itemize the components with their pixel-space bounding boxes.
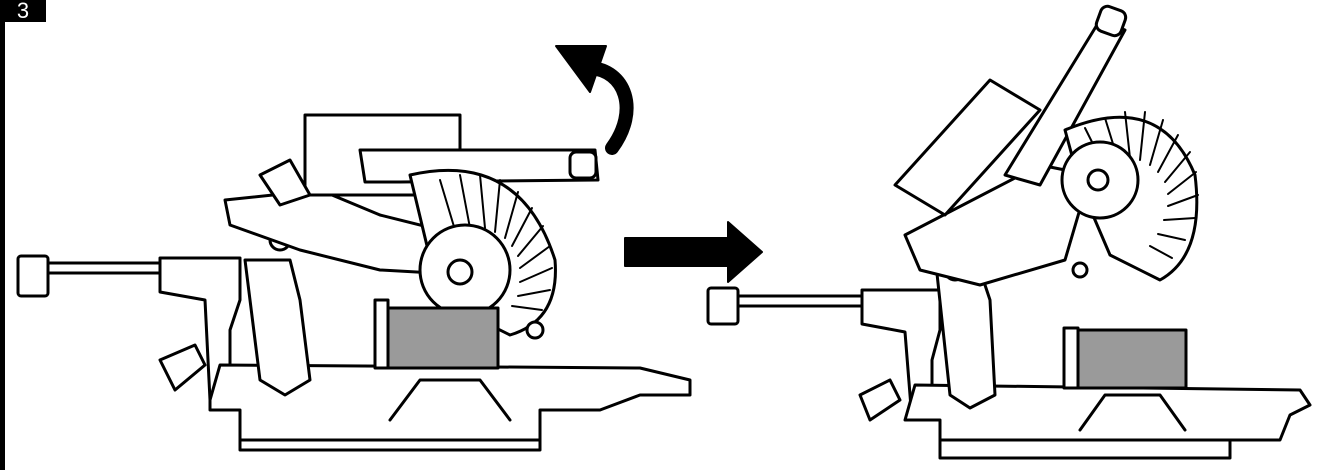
pivot-column-left bbox=[243, 258, 312, 397]
miter-saw-locked bbox=[16, 113, 692, 452]
slide-rail-right bbox=[728, 294, 872, 308]
guard-ribs-left bbox=[439, 174, 553, 311]
right-arrow-icon bbox=[624, 221, 763, 283]
saw-base-left bbox=[208, 363, 692, 442]
workpiece-left bbox=[386, 306, 500, 370]
saw-base-right bbox=[903, 383, 1312, 442]
rail-end-cap-left bbox=[16, 254, 50, 298]
operating-handle-right bbox=[1003, 18, 1127, 187]
step-number-badge: 3 bbox=[0, 0, 46, 22]
workpiece-right bbox=[1076, 328, 1188, 390]
miter-saw-raised bbox=[706, 4, 1312, 460]
slide-rail-left bbox=[38, 261, 167, 275]
figure-frame-line bbox=[0, 0, 5, 470]
bevel-lever-right bbox=[858, 378, 902, 422]
motor-housing-right bbox=[893, 78, 1042, 217]
bevel-lever-left bbox=[158, 343, 207, 392]
curved-arrow-up-icon bbox=[555, 45, 634, 155]
rail-end-cap-right bbox=[706, 286, 740, 326]
tilted-head-right bbox=[893, 4, 1199, 287]
